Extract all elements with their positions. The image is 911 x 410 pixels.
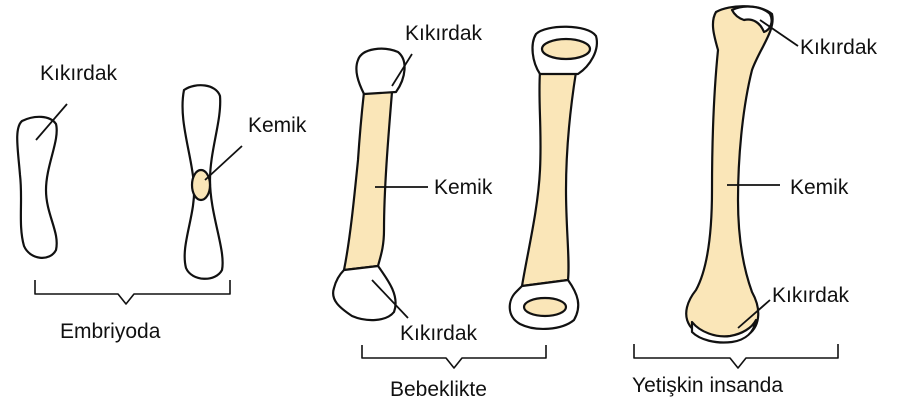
- embryo-caption: Embriyoda: [60, 320, 161, 343]
- adult-caption: Yetişkin insanda: [632, 374, 783, 397]
- infant-bone-label: Kemik: [434, 176, 493, 199]
- infant-bone1-bottom-cartilage: [333, 266, 396, 320]
- infant-caption: Bebeklikte: [390, 378, 487, 401]
- infant-bone2-bottom-center: [524, 298, 566, 316]
- embryo-cartilage-label: Kıkırdak: [40, 62, 118, 85]
- infant-brace: [362, 345, 546, 368]
- infant-bottom-cartilage-label: Kıkırdak: [400, 322, 478, 345]
- adult-brace: [634, 344, 838, 368]
- embryo-brace: [35, 280, 230, 304]
- infant-bone2-top-center: [542, 39, 590, 59]
- embryo-bone-label: Kemik: [248, 114, 307, 137]
- infant-top-cartilage-label: Kıkırdak: [405, 22, 483, 45]
- adult-top-cartilage-label: Kıkırdak: [800, 36, 878, 59]
- infant-group: Kıkırdak Kemik Kıkırdak Bebeklikte: [333, 22, 597, 401]
- infant-bone2-shaft: [522, 72, 576, 286]
- embryo-group: Kıkırdak Kemik Embriyoda: [17, 62, 307, 343]
- adult-bottom-cartilage-label: Kıkırdak: [772, 284, 850, 307]
- adult-bone: [686, 6, 772, 340]
- adult-group: Kıkırdak Kemik Kıkırdak Yetişkin insanda: [632, 6, 878, 397]
- infant-bone1-shaft: [344, 92, 392, 270]
- embryo-ossification-center: [192, 170, 210, 200]
- infant-bone1-top-cartilage: [356, 49, 404, 94]
- adult-bone-label: Kemik: [790, 176, 849, 199]
